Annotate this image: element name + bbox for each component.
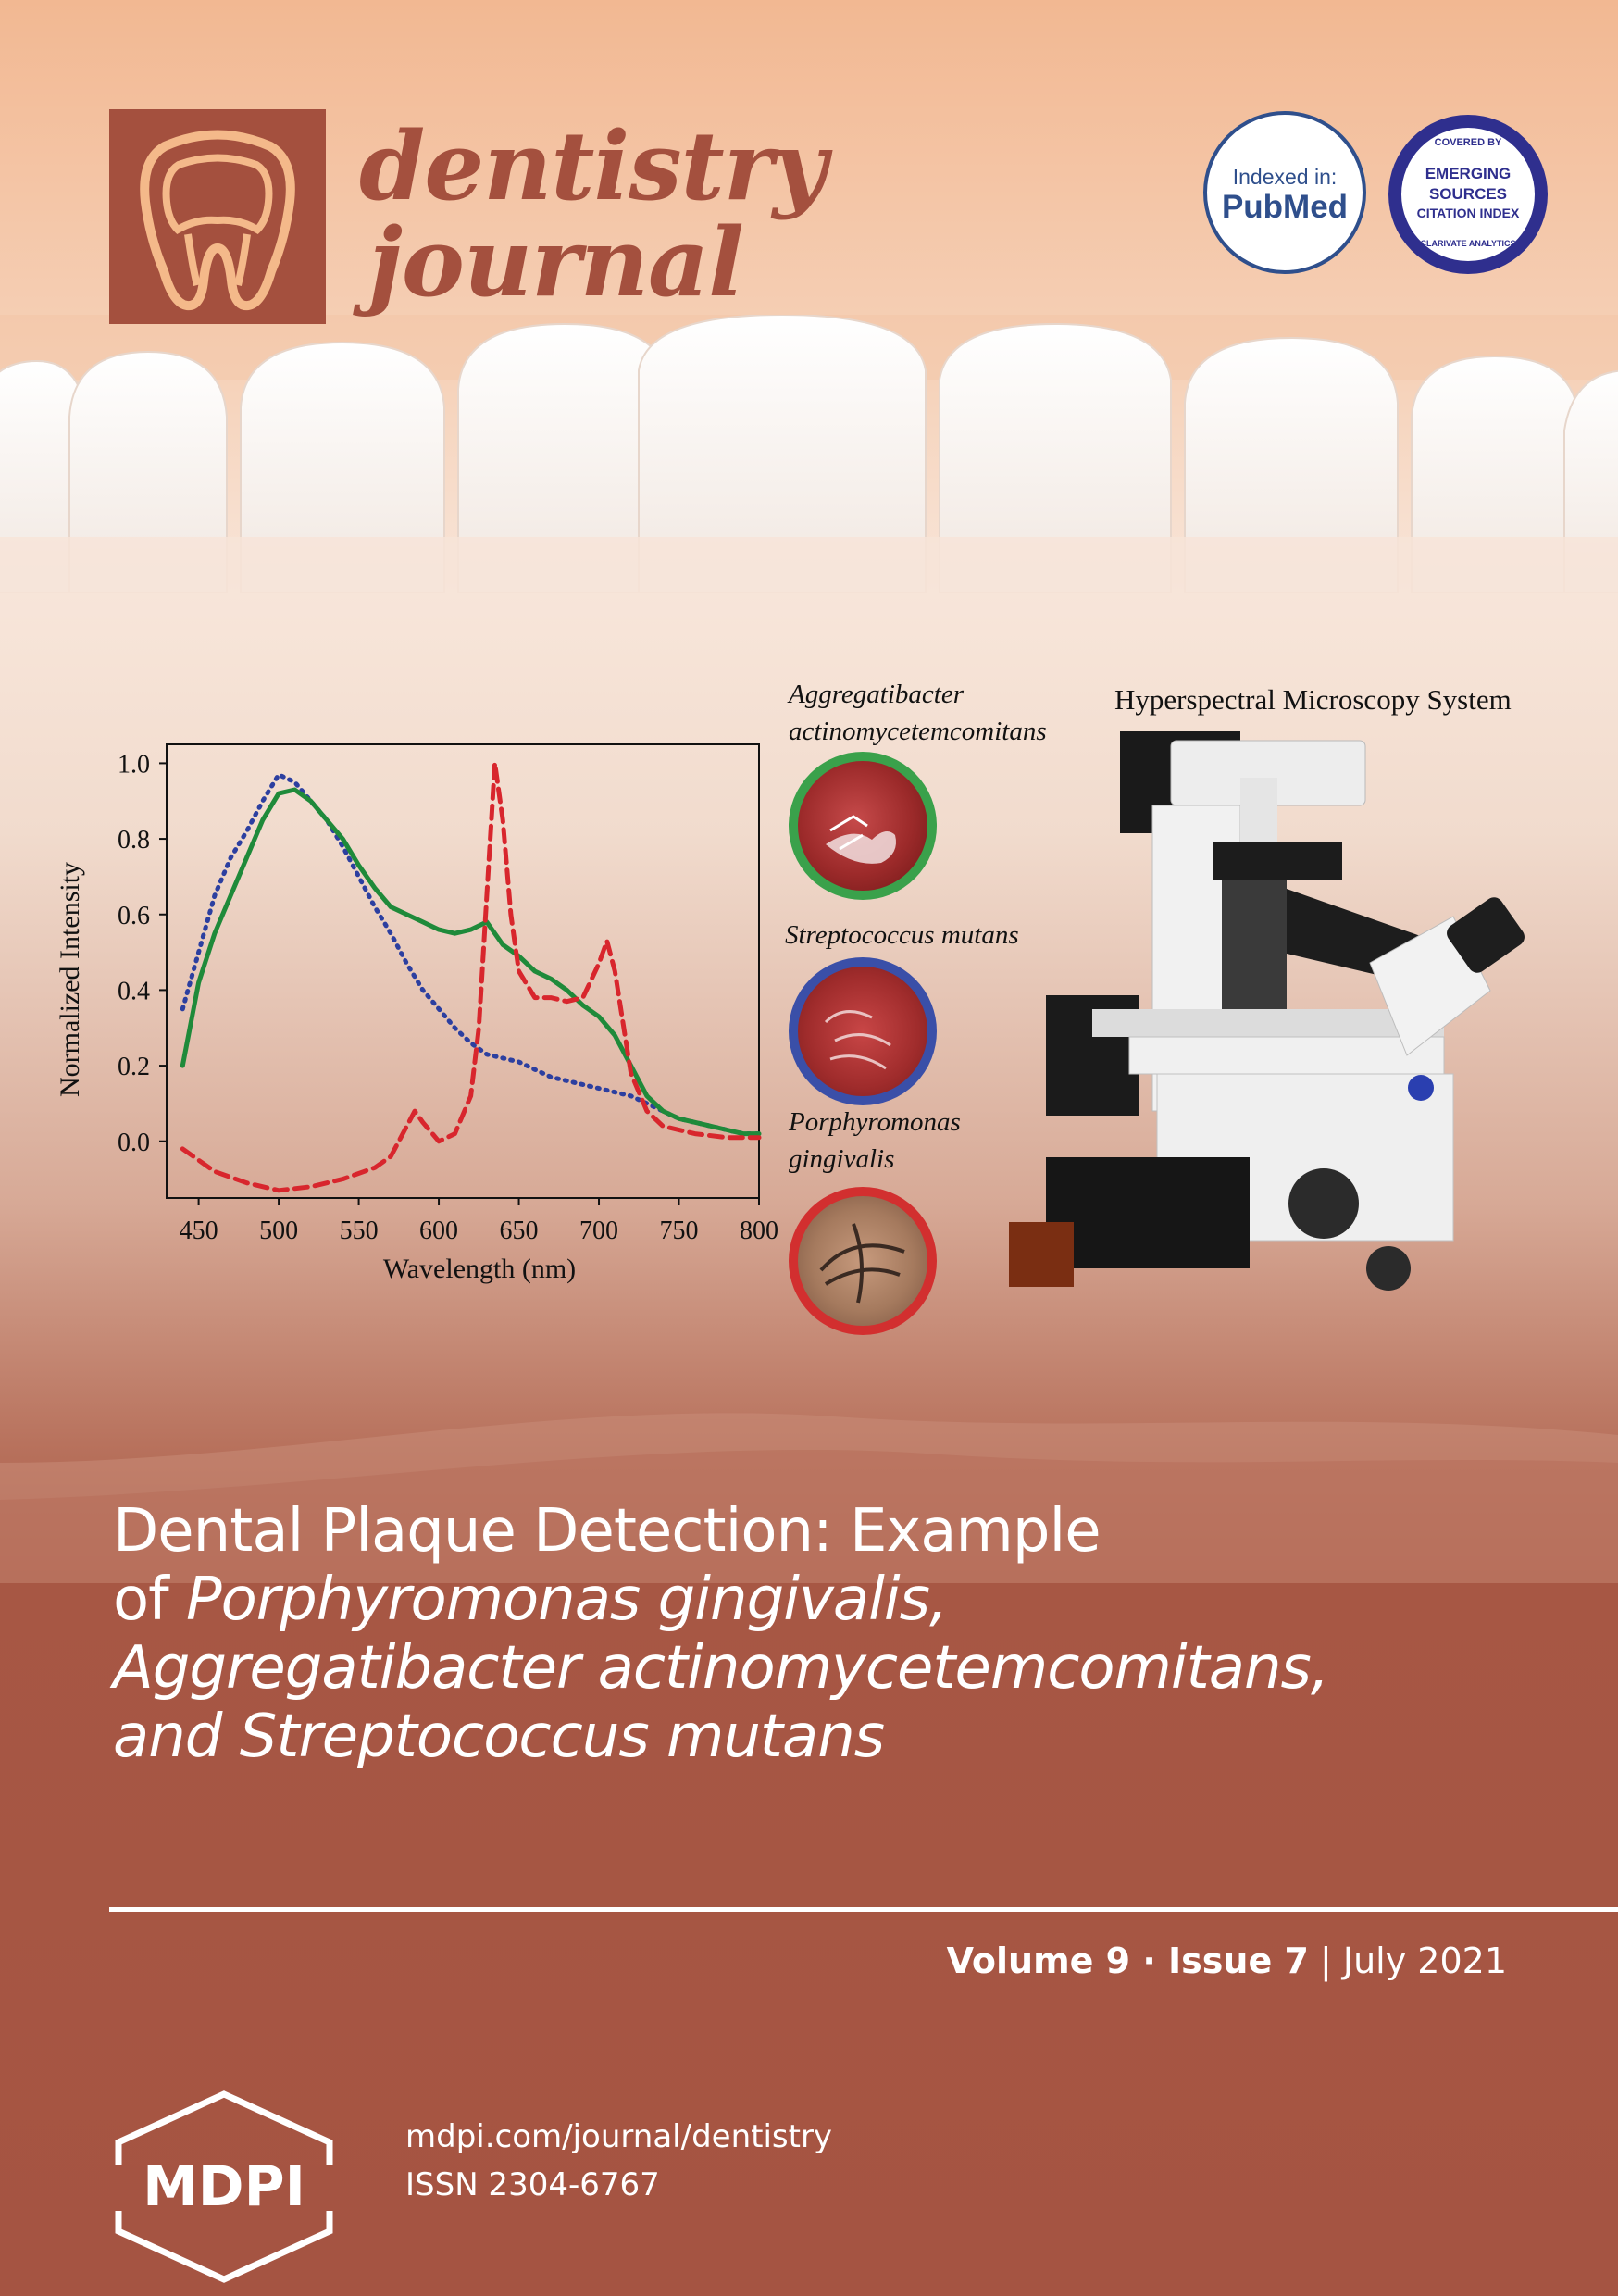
title-line4: and Streptococcus mutans [113,1703,885,1771]
species-label-pg-1: Porphyromonas [789,1107,961,1137]
species-label-sm: Streptococcus mutans [785,920,1019,950]
esci-seal-icon [1388,115,1548,274]
y-tick-label: 0.0 [118,1129,150,1157]
footer-issn: ISSN 2304-6767 [405,2166,660,2203]
y-tick-label: 0.2 [118,1053,150,1081]
journal-logo [109,109,326,324]
teeth-illustration [0,315,1618,620]
species-label-pg-2: gingivalis [789,1144,895,1174]
esci-line2: SOURCES [1428,185,1508,203]
mdpi-logo-text: MDPI [143,2154,305,2219]
x-tick-label: 650 [500,1217,539,1245]
issue-separator: · [1130,1940,1169,1981]
title-line1: Dental Plaque Detection: Example [113,1497,1101,1566]
gum-wave [0,1413,1618,1583]
colony-pattern-icon [826,815,896,864]
series-line-2 [180,760,762,1193]
journal-name: dentistry journal [359,111,828,318]
y-tick-label: 0.8 [118,826,150,855]
x-tick-label: 500 [259,1217,298,1245]
mdpi-logo: MDPI [109,2090,339,2283]
esci-line3: CITATION INDEX [1416,206,1520,220]
tooth-icon [140,130,295,311]
species-label-aa-2: actinomycetemcomitans [789,717,1047,746]
chart-series [180,760,762,1193]
microscope-title: Hyperspectral Microscopy System [1114,683,1512,716]
spectrum-chart: 450 500 550 600 650 700 750 800 0.0 0.2 0.4 0.6 0.8 1… [55,743,778,1284]
x-tick-label: 800 [740,1217,778,1245]
issue-info: Volume 9 · Issue 7 | July 2021 [947,1940,1507,1981]
esci-badge: COVERED BY EMERGING SOURCES CITATION IND… [1385,111,1551,278]
x-tick-label: 450 [180,1217,218,1245]
volume-label: Volume 9 [946,1940,1131,1981]
issue-divider: | [1308,1940,1343,1981]
x-tick-label: 750 [660,1217,699,1245]
series-line-1 [180,787,762,1137]
colony-streaks-icon [824,1010,891,1070]
plot-frame [166,743,760,1199]
y-tick-label: 1.0 [118,750,150,779]
petri-dish-streptococcus [789,957,937,1105]
esci-line1: EMERGING [1425,165,1512,182]
species-label-aa-1: Aggregatibacter [789,680,964,709]
pubmed-badge-main: PubMed [1221,189,1349,225]
petri-dish-porphyromonas [789,1187,937,1335]
hexagon-icon [115,2090,333,2283]
x-tick-label: 550 [340,1217,379,1245]
y-axis-label: Normalized Intensity [55,862,85,1097]
esci-covered: COVERED BY [1434,137,1502,148]
x-axis-label: Wavelength (nm) [383,1254,576,1284]
microscope-image [1009,731,1525,1291]
chart-axes: 450 500 550 600 650 700 750 800 0.0 0.2 0.4 0.6 0.8 1… [118,743,778,1245]
petri-dish-aggregatibacter [789,752,937,900]
y-tick-label: 0.4 [118,977,150,1005]
pubmed-badge-top: Indexed in: [1232,165,1338,189]
title-line2: of Porphyromonas gingivalis, [113,1566,1575,1634]
y-tick-label: 0.6 [118,902,150,930]
issue-date: July 2021 [1342,1940,1507,1981]
title-divider [109,1907,1618,1912]
journal-name-line1: dentistry [359,111,828,222]
x-tick-label: 600 [419,1217,458,1245]
esci-bottom: CLARIVATE ANALYTICS [1420,239,1516,248]
footer-url[interactable]: mdpi.com/journal/dentistry [405,2118,833,2155]
pubmed-badge: Indexed in: PubMed [1203,111,1366,274]
journal-name-line2: journal [368,207,744,318]
colony-dark-icon [819,1223,905,1304]
title-line2-italic: Porphyromonas gingivalis, [186,1566,948,1634]
x-tick-label: 700 [579,1217,618,1245]
issue-label: Issue 7 [1168,1940,1309,1981]
title-line2-prefix: of [113,1566,187,1634]
title-line3: Aggregatibacter actinomycetemcomitans, [113,1634,1329,1703]
article-title: Dental Plaque Detection: Example of Porp… [113,1497,1575,1771]
